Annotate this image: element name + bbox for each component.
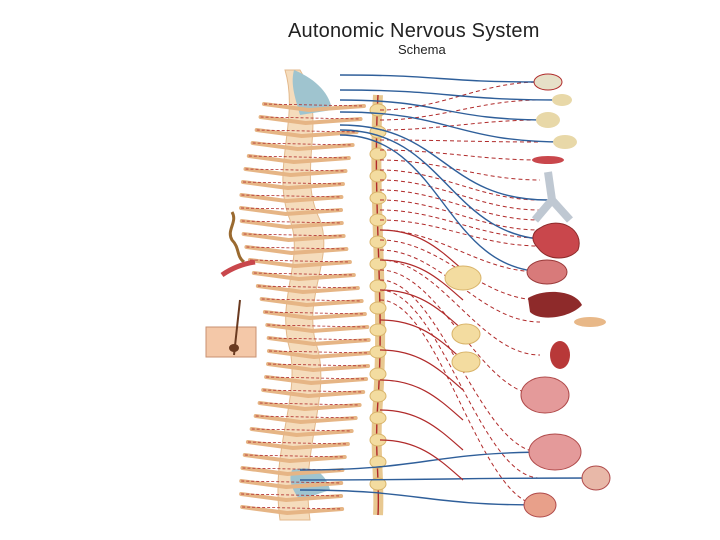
page-title: Autonomic Nervous System [288,20,540,42]
trachea-bronchi [531,171,573,223]
blood-vessel [220,259,256,278]
peripheral-inset [205,211,257,358]
pancreas [574,317,606,327]
stomach [526,259,568,285]
parotid-gland [536,112,560,128]
salivary-gland [553,135,577,149]
eye-organ [533,73,563,91]
skin-patch [205,326,257,358]
organs [520,73,611,518]
small-intestine [520,376,570,414]
kidney [550,341,570,369]
genitals [523,492,557,518]
prevertebral-ganglia [444,265,482,373]
lacrimal-gland [552,94,572,106]
liver [528,291,582,318]
heart [532,222,580,259]
spinal-nerve-roots [239,102,371,516]
large-intestine [528,433,582,471]
sweat-gland [228,211,246,264]
sympathetic-trunk [369,94,387,516]
bladder [581,465,611,491]
page-subtitle: Schema [398,42,446,57]
vessel [532,156,564,164]
